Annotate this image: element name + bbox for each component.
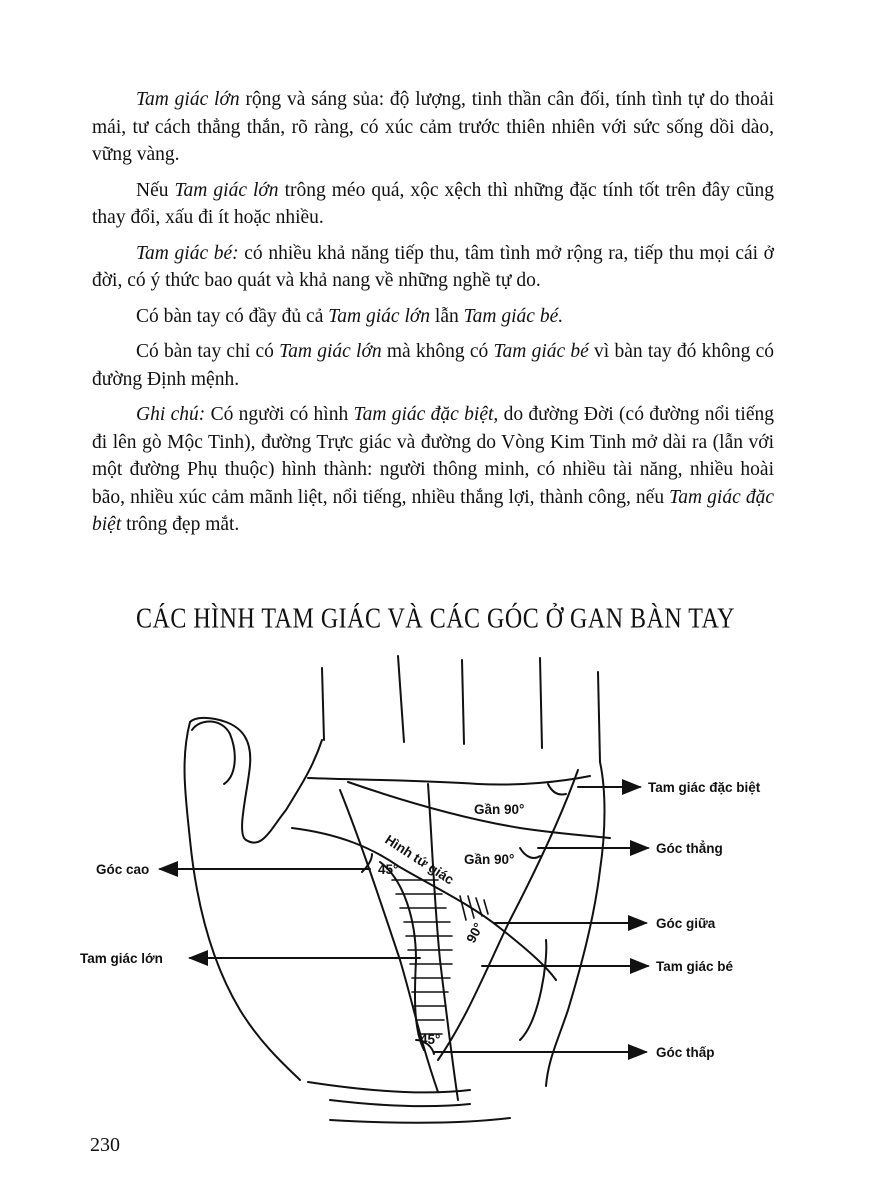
inner-curve	[519, 939, 548, 1041]
label-tam-giac-lon: Tam giác lớn	[80, 951, 163, 966]
palm-right-edge	[545, 761, 606, 1087]
triangle-hatch	[391, 879, 489, 1035]
head-line-upper	[347, 781, 611, 839]
wrist-line	[307, 1081, 471, 1094]
label-gan-90-top: Gần 90°	[474, 802, 524, 817]
finger-line	[597, 671, 601, 763]
mercury-line	[437, 769, 579, 1061]
angle-arc	[361, 853, 373, 873]
finger-line	[321, 667, 325, 741]
wrist-line	[329, 1099, 471, 1108]
fate-line	[339, 789, 439, 1093]
label-45-top: 45°	[378, 862, 398, 877]
label-gan-90-mid: Gần 90°	[464, 852, 514, 867]
thumb-outline	[189, 716, 323, 844]
paragraph: Tam giác bé: có nhiều khả năng tiếp thu,…	[92, 242, 774, 292]
figure-heading: CÁC HÌNH TAM GIÁC VÀ CÁC GÓC Ở GAN BÀN T…	[136, 604, 735, 635]
paragraph: Nếu Tam giác lớn trông méo quá, xộc xệch…	[92, 179, 774, 229]
paragraph: Có bàn tay có đầy đủ cả Tam giác lớn lẫn…	[136, 305, 564, 327]
wrist-line	[329, 1117, 511, 1124]
life-line	[291, 827, 557, 981]
thumbnail	[191, 720, 236, 785]
label-goc-giua: Góc giữa	[656, 916, 716, 931]
palm-left-edge	[183, 721, 301, 1081]
label-goc-cao: Góc cao	[96, 862, 149, 877]
finger-line	[461, 659, 465, 745]
label-45-bottom: 45°	[420, 1032, 440, 1047]
paragraph: Tam giác lớn rộng và sáng sủa: độ lượng,…	[92, 89, 774, 165]
paragraph: Ghi chú: Có người có hình Tam giác đặc b…	[92, 404, 774, 535]
heart-line	[307, 775, 591, 786]
label-goc-thap: Góc thấp	[656, 1045, 715, 1060]
body-text: Tam giác lớn rộng và sáng sủa: độ lượng,…	[92, 86, 774, 547]
label-goc-thang: Góc thẳng	[656, 841, 723, 856]
triangle-left	[379, 861, 425, 1051]
paragraph: Có bàn tay chỉ có Tam giác lớn mà không …	[92, 341, 774, 390]
page-number: 230	[90, 1134, 120, 1156]
label-90: 90°	[463, 920, 486, 945]
palm-diagram: Tam giác đặc biệt Góc thẳng Góc giữa Tam…	[80, 655, 761, 1124]
finger-line	[397, 655, 405, 743]
label-tam-giac-dac-biet: Tam giác đặc biệt	[648, 780, 761, 795]
label-tam-giac-be: Tam giác bé	[656, 959, 734, 974]
sun-line	[427, 783, 459, 1101]
angle-arc	[547, 783, 567, 796]
angle-arc	[519, 847, 541, 859]
finger-line	[539, 657, 543, 749]
